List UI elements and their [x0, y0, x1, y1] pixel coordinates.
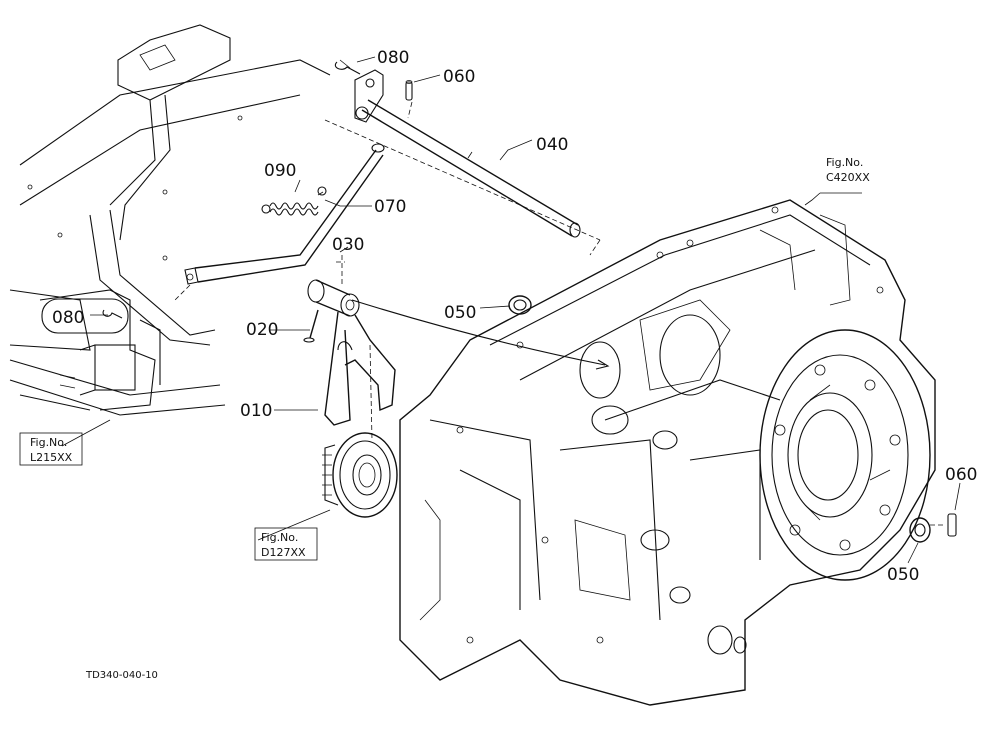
- figure-ref-d127: Fig.No. D127XX: [261, 531, 306, 559]
- callout-box-080-left: [41, 298, 129, 334]
- rod-bracket-plate: [354, 69, 384, 123]
- callout-010: 010: [240, 401, 272, 421]
- front-flange: [759, 329, 931, 581]
- callout-070: 070: [374, 197, 406, 217]
- callout-080-top: 080: [377, 48, 409, 68]
- cotter-pin-left: [102, 309, 123, 319]
- fig-c420-line1: Fig.No.: [826, 156, 863, 169]
- fig-c420-line2: C420XX: [826, 171, 870, 184]
- callout-080-left: 080: [52, 308, 84, 328]
- callout-030: 030: [332, 235, 364, 255]
- fig-d127-line2: D127XX: [261, 546, 306, 559]
- drawing-code: TD340-040-10: [85, 670, 158, 681]
- callout-labels: 080 060 040 090 070 030 020 010 050 080 …: [52, 48, 977, 585]
- callout-050-lower: 050: [887, 565, 919, 585]
- fork-leader-line: [351, 299, 610, 370]
- callout-060-lower: 060: [945, 465, 977, 485]
- cotter-pin-top: [334, 59, 361, 75]
- figure-ref-c420: Fig.No. C420XX: [826, 156, 870, 184]
- oil-seal-upper: [508, 295, 532, 315]
- shifter-sleeve: [322, 432, 398, 518]
- callout-020: 020: [246, 320, 278, 340]
- figure-ref-l215: Fig.No. L215XX: [30, 436, 73, 464]
- shift-rod: [361, 99, 581, 238]
- fork-pin: [303, 309, 319, 343]
- callout-060-top: 060: [443, 67, 475, 87]
- callout-box-l215: [19, 432, 83, 466]
- assembly-lines: [174, 101, 945, 526]
- frame-outline: [9, 24, 331, 416]
- fig-l215-line1: Fig.No.: [30, 436, 67, 449]
- fig-l215-line2: L215XX: [30, 451, 73, 464]
- frame-bracket: [39, 289, 161, 411]
- callout-040: 040: [536, 135, 568, 155]
- callout-box-d127: [254, 527, 318, 561]
- fig-d127-line1: Fig.No.: [261, 531, 298, 544]
- return-spring: [261, 186, 327, 216]
- oil-seal-lower: [909, 517, 931, 543]
- roll-pin-lower: [947, 513, 957, 537]
- shift-lever: [184, 143, 385, 285]
- shift-fork: [307, 279, 396, 426]
- callout-leaders: [61, 56, 961, 564]
- callout-090: 090: [264, 161, 296, 181]
- roll-pin-top: [405, 80, 413, 101]
- callout-050-upper: 050: [444, 303, 476, 323]
- transmission-case: [399, 199, 936, 706]
